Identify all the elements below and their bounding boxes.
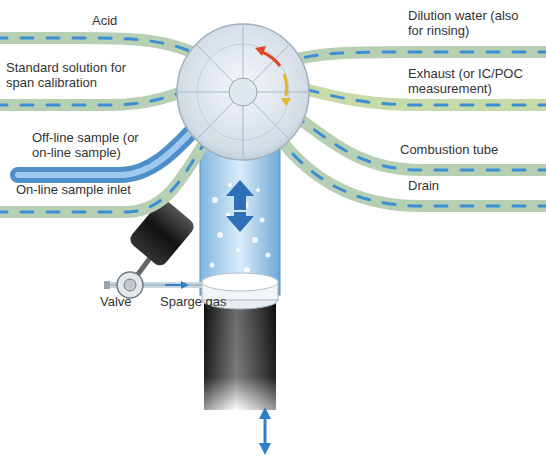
plunger-rod [204,300,276,410]
port-label: Off-line sample (or on-line sample) [32,130,142,160]
port-label: Combustion tube [400,142,540,157]
rotary-valve-disk [177,24,309,160]
port-label: Exhaust (or IC/POC measurement) [408,66,540,96]
port-label: Sparge gas [160,294,250,309]
port-label: On-line sample inlet [16,182,176,197]
port-label: Acid [92,13,172,28]
plunger-arrow [264,413,267,449]
port-label: Drain [408,178,488,193]
port-label: Valve [100,294,160,309]
port-label: Dilution water (also for rinsing) [408,8,520,38]
port-label: Standard solution for span calibration [6,60,138,90]
motion-arrow [226,180,254,232]
